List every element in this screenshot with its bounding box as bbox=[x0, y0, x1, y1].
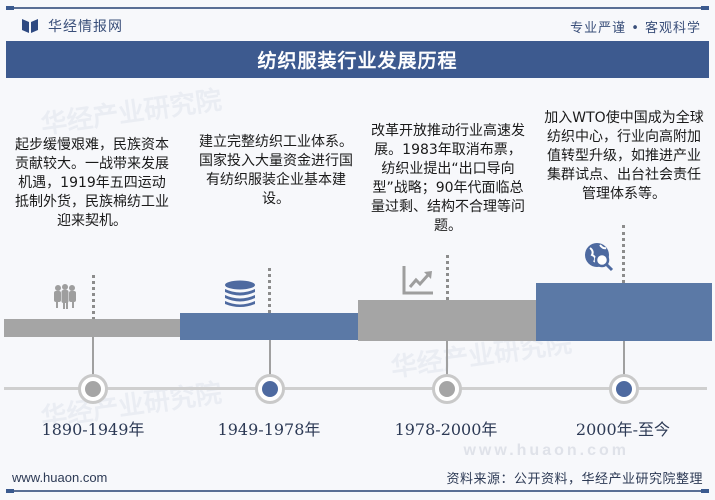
growth-chart-icon bbox=[402, 266, 433, 295]
footer-rule bbox=[6, 489, 709, 493]
timeline-stem bbox=[446, 341, 448, 375]
stage-description-2: 建立完整纺织工业体系。国家投入大量资金进行国有纺织服装企业基本建设。 bbox=[199, 134, 353, 207]
brand-logo-icon bbox=[22, 19, 38, 33]
timeline-segment-3 bbox=[358, 300, 536, 341]
timeline-stem bbox=[92, 337, 94, 375]
period-label-2: 1949-1978年 bbox=[217, 420, 321, 439]
page-title: 纺织服装行业发展历程 bbox=[257, 50, 458, 72]
timeline-segment-2 bbox=[180, 313, 358, 340]
stage-description-4: 加入WTO使中国成为全球纺织中心，行业向高附加值转型升级，如推进产业集群试点、出… bbox=[544, 110, 704, 202]
dotted-connector bbox=[92, 275, 95, 320]
brand: 华经情报网 bbox=[22, 16, 123, 36]
brand-name: 华经情报网 bbox=[48, 19, 123, 35]
timeline-node-2 bbox=[255, 374, 285, 404]
dotted-connector bbox=[268, 268, 271, 313]
footer: www.huaon.com 资料来源：公开资料，华经产业研究院整理 bbox=[0, 466, 715, 488]
slogan: 专业严谨 • 客观科学 bbox=[570, 20, 701, 36]
timeline-node-4 bbox=[609, 374, 639, 404]
timeline-segment-1 bbox=[4, 319, 180, 337]
dotted-connector bbox=[622, 225, 625, 283]
coin-stack-icon bbox=[225, 280, 255, 307]
stage-description-1: 起步缓慢艰难，民族资本贡献较大。一战带来发展机遇，1919年五四运动抵制外货，民… bbox=[15, 137, 169, 229]
timeline-stem bbox=[269, 340, 271, 375]
timeline-segment-4 bbox=[536, 283, 712, 341]
people-group-icon bbox=[54, 284, 76, 309]
globe-search-icon bbox=[585, 243, 614, 272]
title-band: 纺织服装行业发展历程 bbox=[6, 41, 709, 78]
period-label-4: 2000年-至今 bbox=[575, 420, 671, 439]
timeline-node-1 bbox=[78, 374, 108, 404]
timeline-node-3 bbox=[432, 374, 462, 404]
dotted-connector bbox=[446, 255, 449, 300]
timeline-baseline bbox=[4, 387, 707, 390]
top-rule bbox=[6, 6, 709, 10]
period-label-3: 1978-2000年 bbox=[394, 420, 498, 439]
stage-description-3: 改革开放推动行业高速发展。1983年取消布票，纺织业提出“出口导向型”战略；90… bbox=[371, 123, 525, 234]
period-label-1: 1890-1949年 bbox=[41, 420, 145, 439]
watermark-url: www.huaon.com bbox=[463, 442, 629, 459]
header-bar: 华经情报网 专业严谨 • 客观科学 bbox=[0, 12, 715, 40]
timeline-stem bbox=[623, 341, 625, 375]
footer-source: 资料来源：公开资料，华经产业研究院整理 bbox=[446, 471, 703, 487]
footer-url[interactable]: www.huaon.com bbox=[12, 469, 108, 485]
